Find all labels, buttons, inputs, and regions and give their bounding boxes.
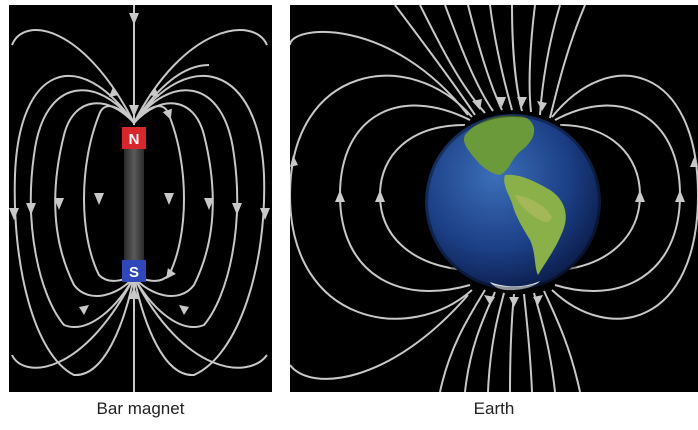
south-pole: [122, 260, 146, 282]
south-pole-label: S: [129, 264, 139, 281]
field-line: [133, 276, 268, 369]
continent-antarctica: [490, 281, 540, 291]
arrow-mark: [375, 190, 385, 202]
arrow-mark: [675, 190, 685, 202]
field-line: [29, 89, 135, 328]
bar-field-arrows: [9, 13, 270, 315]
field-line: [549, 5, 586, 119]
arrow-mark: [533, 295, 543, 305]
field-line: [487, 292, 505, 392]
arrow-mark: [496, 97, 506, 107]
arrow-mark: [9, 208, 19, 220]
field-line: [523, 293, 533, 392]
arrow-mark: [635, 190, 645, 202]
field-line: [133, 89, 239, 328]
arrow-mark: [537, 101, 547, 111]
earth-caption: Earth: [473, 399, 515, 418]
bar-magnet-caption: Bar magnet: [96, 399, 185, 418]
arrow-mark: [335, 190, 345, 202]
arrow-mark: [164, 193, 174, 205]
earth-diagram: [290, 5, 698, 392]
arrow-mark: [179, 305, 189, 315]
north-pole: [122, 127, 146, 149]
field-line: [551, 74, 698, 320]
field-line: [489, 5, 513, 111]
field-line: [54, 102, 135, 297]
arrow-mark: [54, 198, 64, 210]
field-line: [290, 294, 469, 380]
bar-magnet-diagram: N S: [9, 5, 270, 392]
arrow-mark: [129, 105, 139, 117]
field-line: [439, 289, 486, 392]
arrow-mark: [79, 305, 89, 315]
field-line: [528, 5, 536, 113]
arrow-mark: [232, 203, 242, 215]
field-line: [133, 102, 214, 297]
continent-north-america: [463, 115, 535, 175]
arrow-mark: [484, 295, 495, 305]
arrow-mark: [472, 99, 482, 110]
bar-field-lines: [11, 5, 268, 392]
field-line: [290, 74, 473, 320]
field-line: [467, 5, 503, 111]
field-line: [290, 30, 469, 116]
arrow-mark: [26, 203, 36, 215]
north-pole-label: N: [129, 131, 140, 148]
arrow-mark: [260, 208, 270, 220]
globe-edge: [422, 111, 604, 293]
field-line: [444, 5, 494, 112]
field-line: [133, 64, 210, 124]
earth-field-lines: [290, 5, 698, 392]
arrow-mark: [149, 87, 159, 97]
arrow-mark: [109, 87, 119, 97]
field-line: [511, 5, 523, 112]
arrow-mark: [94, 193, 104, 205]
arrow-mark: [509, 297, 519, 307]
arrow-mark: [690, 155, 698, 167]
arrow-mark: [204, 198, 214, 210]
field-line: [464, 291, 496, 392]
arrow-mark: [129, 13, 139, 25]
field-line: [543, 290, 581, 392]
arrow-mark: [290, 155, 298, 167]
arrow-mark: [517, 97, 527, 107]
field-line: [13, 74, 135, 377]
magnet-body: [124, 128, 144, 278]
bar-magnet: N S: [122, 127, 146, 282]
field-line: [509, 293, 515, 392]
arrow-mark: [129, 287, 139, 299]
field-line: [11, 276, 135, 369]
earth-field-arrows: [290, 97, 698, 307]
earth-globe: [422, 111, 604, 293]
earth-panel: [290, 5, 698, 392]
field-line: [133, 74, 266, 377]
continent-highlight: [515, 195, 552, 223]
bar-magnet-panel: N S: [9, 5, 272, 392]
field-line: [394, 5, 476, 116]
field-line: [539, 5, 561, 116]
